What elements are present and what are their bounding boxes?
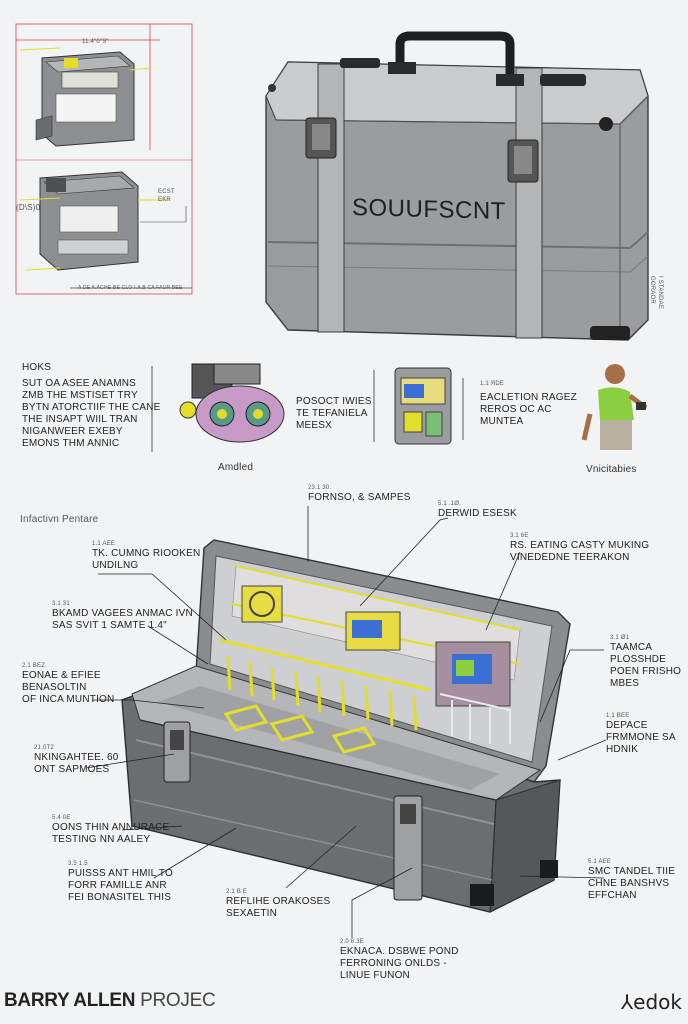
motor-illustration [179,363,285,443]
callout: 3.1 Ø1 TAAMCA PLOSSHDE POEN FRISHO MBES [610,635,682,689]
logo-figure-icon: ⅄ [620,990,634,1014]
control-module-illustration [394,367,452,445]
edok-logo: ⅄edok [621,990,682,1014]
sketch-mid-dimension: ECST EKR [158,189,175,203]
sketch-top-dimension: 11.4"0"S" [82,39,109,45]
callout-leader-lines [85,506,607,938]
callout: 2.1 BEZ EONAE & EFIEE BENASOLTIN OF INCA… [22,663,115,705]
technical-sketch [15,23,193,295]
brand-title: BARRY ALLEN PROJEC [4,990,216,1012]
right-small-label: 1.1 ЯDE [480,381,505,387]
callout: 1.1 BEE DEPACE FRMMONE SA HDNIK [606,713,676,755]
middle-left-text: SUT OA ASEE ANAMNS ZMB THE MSTISET TRY B… [22,378,161,449]
brand-title-bold: BARRY ALLEN [4,990,136,1011]
middle-left-heading: HOKS [22,362,52,373]
module-description: POSOCT IWIES TE TEFANIELA MEESX [296,396,372,431]
callout: 21.0T2 NKINGAHTEE. 60 ONT SAPMOES [34,745,119,775]
section-label: Infactivn Pentare [20,514,99,525]
brand-title-rest: PROJEC [140,990,216,1011]
callout: 5.4 0E OONS THIN ANNURACE TESTING NN AAL… [52,815,170,845]
hero-case-drawing [265,31,649,341]
logo-text: edok [633,990,682,1014]
open-case-drawing [121,539,571,913]
right-description: EACLETION RAGEZ REROS OC AC MUNTEA [480,392,577,427]
sketch-bottom-dimension: A DE A.ACHE BE CLO I.A.B CA FAUR BEE [78,285,183,291]
hero-case-label: SOUUFSCNT [352,193,506,226]
callout: 23.1 30. FORNSO, & SAMPES [308,485,411,503]
callout: 5.1 .1Ø. DERWID ESESK [438,501,517,519]
callout: 2.0 8.3E EKNACA. DSBWE POND FERRONING ON… [340,939,459,981]
callout: 1.1 AEE TK. CUMNG RIOOKEN UNDILNG [92,541,201,571]
hero-case-side-note: I STANDAE GORAOR [649,276,663,310]
callout: 3.5 1.5 PUISSS ANT HMIL TO FORR FAMILLE … [68,861,173,903]
motor-caption: Amdled [218,462,254,473]
sketch-side-label: (D\S)0 [16,203,41,212]
callout: 3.1 31 BKAMD VAGEES ANMAC IVN SAS SVIT 1… [52,601,193,631]
person-illustration [581,364,648,450]
callout: 2.1 B.E REFLIHE ORAKOSES SEXAETIN [226,889,331,919]
person-caption: Vnicitabies [586,464,637,475]
callout: 3.1 6E RS. EATING CASTY MUKING VINEDEDNE… [510,533,650,563]
callout: 5.1 AEE SMC TANDEL TIIE CHNE BANSHVS EFF… [588,859,676,901]
